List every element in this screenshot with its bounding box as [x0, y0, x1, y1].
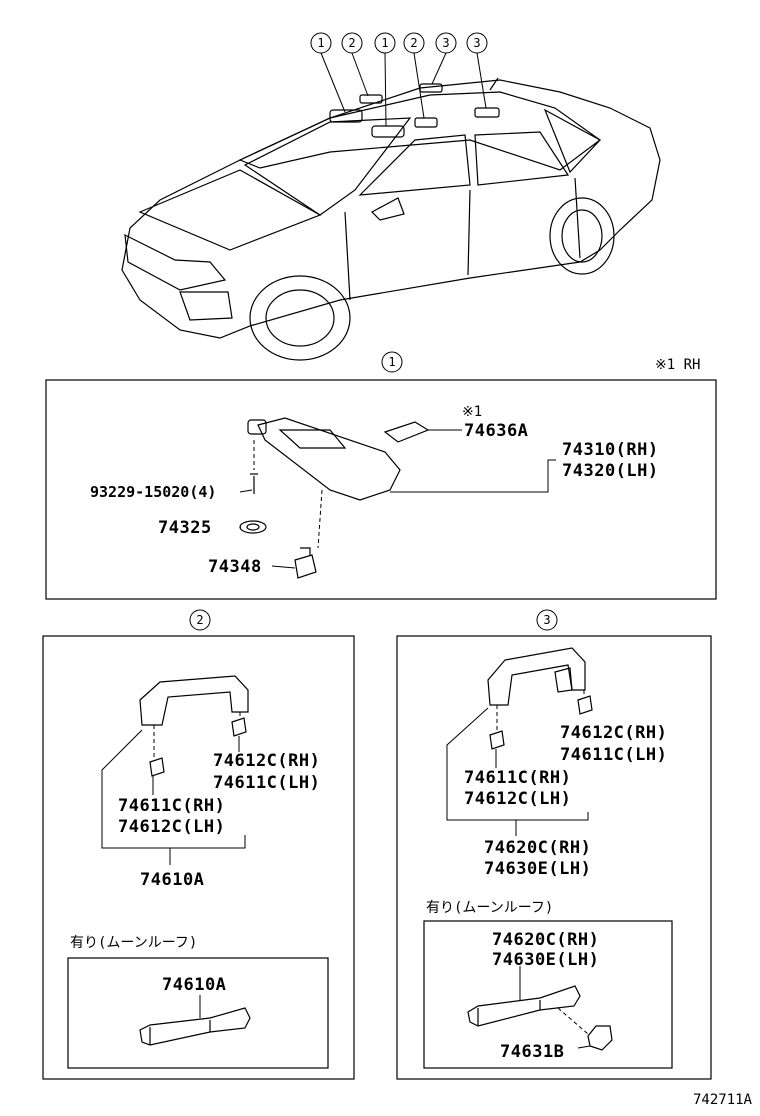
part-74612C-lh-3: 74612C(LH): [464, 789, 571, 809]
part-93229-15020: 93229-15020(4): [90, 483, 216, 501]
section-3: 3 74612C(RH) 74611C(LH) 74611C(RH) 74612…: [396, 609, 712, 1080]
sun-visor-drawing: [239, 417, 430, 579]
part-74611C-lh: 74611C(LH): [213, 773, 320, 793]
sun-visor-leaders: [239, 429, 556, 569]
part-74610A-moonroof: 74610A: [162, 975, 226, 995]
moonroof-label-3: 有り(ムーンルーフ): [426, 900, 553, 916]
part-74348: 74348: [208, 557, 262, 577]
top-callout-labels: 1 2 1 2 3 3: [317, 36, 480, 50]
section-1-frame: [45, 379, 717, 600]
callout-1b: 1: [381, 36, 388, 50]
part-74620C-rh: 74620C(RH): [484, 838, 591, 858]
grip-leaders-2: [101, 712, 246, 865]
part-74611C-rh-3: 74611C(RH): [464, 768, 571, 788]
section-1-note: ※1 RH: [655, 357, 700, 373]
part-74612C-lh: 74612C(LH): [118, 817, 225, 837]
section-1-marker: 1: [388, 355, 395, 369]
callout-3b: 3: [473, 36, 480, 50]
part-74631B: 74631B: [500, 1042, 564, 1062]
moonroof-label-2: 有り(ムーンルーフ): [70, 935, 197, 951]
grip-drawing-2: [139, 675, 249, 777]
section-2-marker-circle: [189, 609, 211, 631]
moonroof-grip-drawing-3: [467, 985, 613, 1051]
top-callouts: [310, 32, 488, 127]
moonroof-frame-3: [423, 920, 673, 1069]
part-74310-rh: 74310(RH): [562, 440, 659, 460]
callout-3a: 3: [442, 36, 449, 50]
part-74610A: 74610A: [140, 870, 204, 890]
moonroof-frame-2: [67, 957, 329, 1069]
moonroof-grip-drawing-2: [139, 1007, 251, 1046]
part-74612C-rh-3: 74612C(RH): [560, 723, 667, 743]
part-74611C-rh: 74611C(RH): [118, 796, 225, 816]
section-2-frame: [42, 635, 355, 1080]
callout-1a: 1: [317, 36, 324, 50]
part-74636A: 74636A: [464, 421, 528, 441]
section-3-marker-circle: [536, 609, 558, 631]
visor-note: ※1: [462, 404, 482, 420]
car-illustration: [121, 77, 661, 361]
section-3-marker: 3: [543, 613, 550, 627]
part-74320-lh: 74320(LH): [562, 461, 659, 481]
figure-code: 742711A: [693, 1092, 753, 1108]
part-74611C-lh-3: 74611C(LH): [560, 745, 667, 765]
part-74620C-rh-moonroof: 74620C(RH): [492, 930, 599, 950]
grip-drawing-3: [487, 647, 593, 750]
part-74612C-rh: 74612C(RH): [213, 751, 320, 771]
callout-2b: 2: [410, 36, 417, 50]
part-74630E-lh: 74630E(LH): [484, 859, 591, 879]
section-1-marker-circle: [381, 351, 403, 373]
moonroof-leaders-3: [519, 966, 591, 1049]
part-74325: 74325: [158, 518, 212, 538]
callout-2a: 2: [348, 36, 355, 50]
part-74630E-lh-moonroof: 74630E(LH): [492, 950, 599, 970]
grip-leaders-3: [446, 690, 589, 836]
section-2: 2 74612C(RH) 74611C(LH) 74611C(RH) 74612…: [42, 609, 355, 1080]
section-3-frame: [396, 635, 712, 1080]
section-2-marker: 2: [196, 613, 203, 627]
section-1: 1 ※1 RH: [45, 351, 717, 600]
